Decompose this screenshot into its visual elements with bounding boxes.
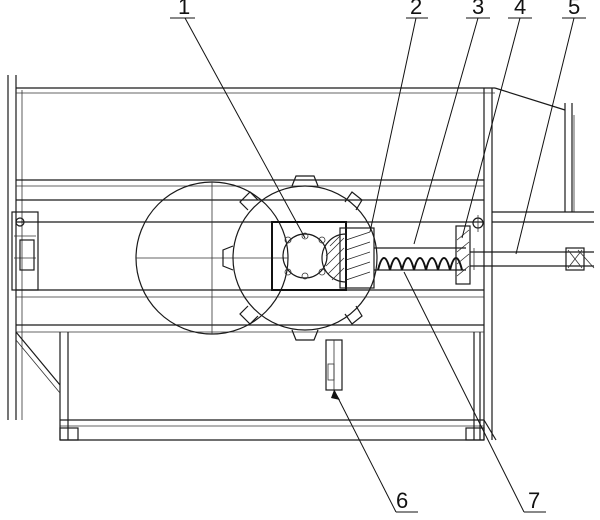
adjusting-shaft xyxy=(470,247,595,271)
label-6: 6 xyxy=(396,488,408,513)
driving-disk xyxy=(135,181,289,335)
compression-spring xyxy=(374,247,466,271)
callout-3: 3 xyxy=(413,0,490,245)
label-4: 4 xyxy=(514,0,526,19)
callout-5: 5 xyxy=(515,0,586,255)
label-5: 5 xyxy=(568,0,580,19)
label-3: 3 xyxy=(472,0,484,19)
machine-frame xyxy=(7,75,594,441)
lower-bracket xyxy=(325,339,343,391)
callout-2: 2 xyxy=(369,0,428,233)
label-7: 7 xyxy=(528,488,540,513)
callout-6: 6 xyxy=(331,389,418,513)
callout-1: 1 xyxy=(170,0,306,239)
callout-4: 4 xyxy=(461,0,532,239)
callout-7: 7 xyxy=(403,271,546,513)
label-1: 1 xyxy=(178,0,190,19)
spring-seat xyxy=(455,225,471,285)
worm-gear xyxy=(321,227,375,289)
label-2: 2 xyxy=(410,0,422,19)
bracket-bolt xyxy=(472,215,484,232)
sprocket-wheel xyxy=(222,175,378,341)
